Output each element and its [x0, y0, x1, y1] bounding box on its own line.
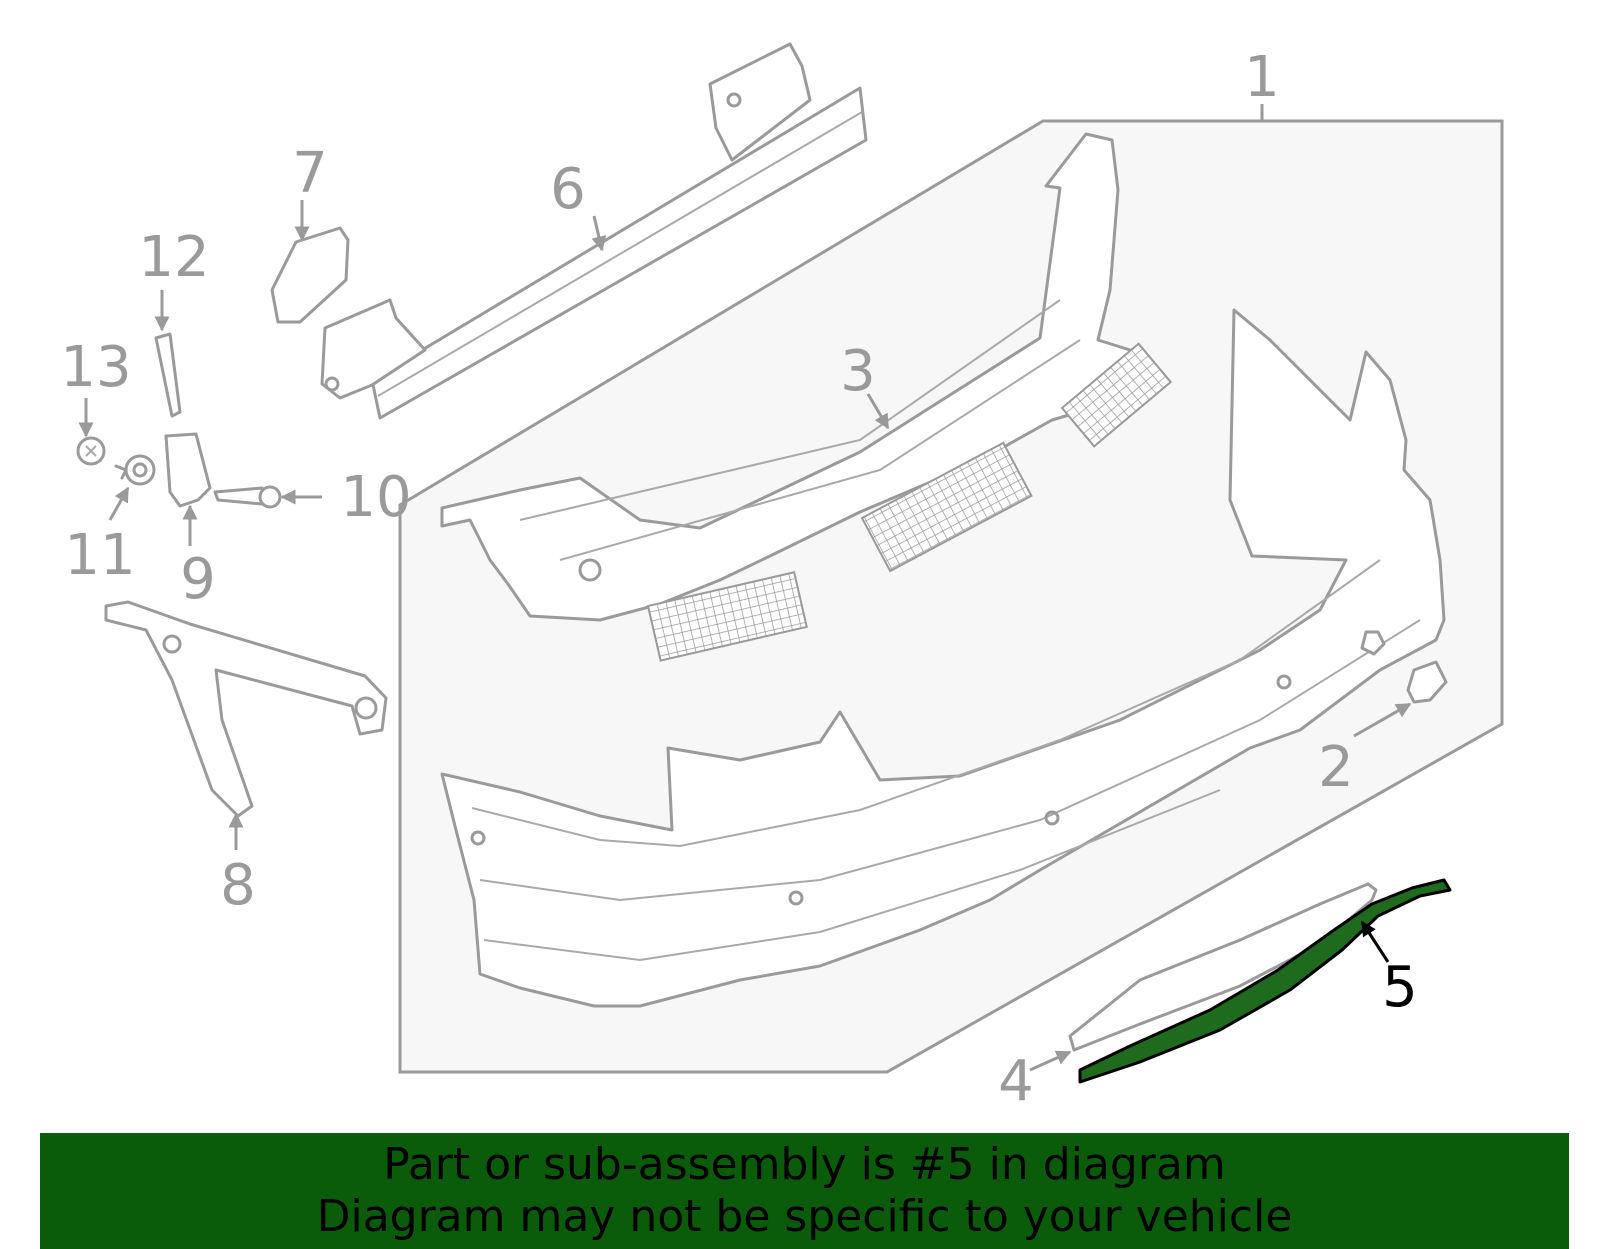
leader-4	[1029, 1050, 1072, 1072]
callout-2: 2	[1318, 735, 1354, 800]
bumper-cover-part-1	[440, 308, 1446, 1008]
callout-8: 8	[220, 853, 256, 918]
callout-12: 12	[138, 225, 209, 290]
cap-part-2	[1406, 660, 1448, 704]
impact-bar-part-6	[320, 42, 868, 420]
nut-part-13	[76, 436, 106, 466]
leader-6	[591, 215, 607, 252]
screw-part-10	[213, 485, 282, 509]
bracket-part-9	[164, 432, 212, 508]
cover-part-7	[270, 226, 350, 324]
callout-1: 1	[1244, 45, 1280, 110]
callout-11: 11	[64, 523, 135, 588]
molding-part-4	[1068, 882, 1378, 1052]
leader-11	[108, 486, 130, 521]
banner-line-part: Part or sub-assembly is #5 in diagram	[383, 1139, 1226, 1190]
banner-line-disclaimer: Diagram may not be specific to your vehi…	[316, 1191, 1293, 1242]
callout-4: 4	[998, 1049, 1034, 1114]
callout-5: 5	[1382, 955, 1418, 1020]
side-bracket-part-8	[104, 600, 388, 818]
leader-3	[866, 393, 890, 430]
callout-9: 9	[180, 547, 216, 612]
pin-part-12	[154, 332, 182, 418]
callout-13: 13	[60, 335, 131, 400]
clip-part-11	[114, 454, 156, 486]
support-part-3	[440, 132, 1173, 662]
callout-3: 3	[840, 339, 876, 404]
callout-6: 6	[550, 157, 586, 222]
strip-part-5	[1078, 878, 1452, 1084]
info-banner: Part or sub-assembly is #5 in diagram Di…	[40, 1133, 1569, 1249]
leader-5	[1360, 920, 1390, 963]
leader-2	[1353, 702, 1412, 738]
callout-10: 10	[340, 465, 411, 530]
callout-7: 7	[292, 141, 328, 206]
